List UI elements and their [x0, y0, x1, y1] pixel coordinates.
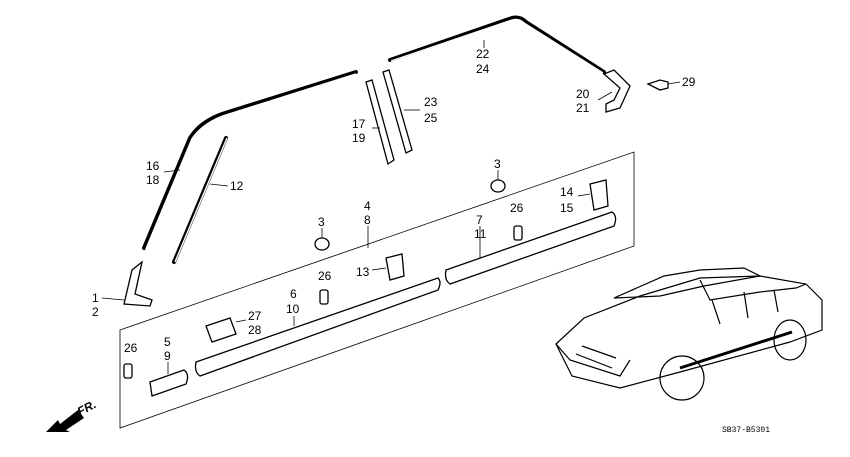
roof-molding-front: [142, 70, 358, 250]
callout-10: 10: [286, 302, 300, 316]
roof-molding-front-inner: [145, 73, 357, 250]
callout-8: 8: [364, 213, 371, 227]
leader-13: [371, 267, 387, 271]
callout-3a: 3: [318, 215, 325, 229]
clip-26-b: [319, 289, 329, 305]
callout-19: 19: [352, 131, 366, 145]
callout-27: 27: [248, 309, 262, 323]
callout-22: 22: [476, 47, 490, 61]
clip-3-b: [490, 179, 506, 193]
clip-26-a: [123, 363, 133, 379]
callout-14: 14: [560, 185, 574, 199]
callout-26b: 26: [318, 269, 332, 283]
leader-20: [597, 91, 613, 101]
callout-2: 2: [92, 305, 99, 319]
callout-6: 6: [290, 287, 297, 301]
clip-26-c: [513, 225, 523, 241]
leader-1: [101, 297, 125, 301]
callout-12: 12: [230, 179, 244, 193]
leader-16: [163, 169, 181, 173]
callout-25: 25: [424, 111, 438, 125]
front-arrow-icon: [46, 410, 84, 432]
leader-27: [235, 319, 247, 323]
callout-26a: 26: [124, 341, 138, 355]
bracket-14: [589, 179, 609, 211]
callout-21: 21: [576, 101, 590, 115]
callout-29: 29: [682, 75, 696, 89]
callout-20: 20: [576, 87, 590, 101]
callout-17: 17: [352, 117, 366, 131]
callout-9: 9: [164, 349, 171, 363]
callout-28: 28: [248, 323, 262, 337]
rear-door-molding: [444, 211, 617, 285]
body-panel-outline: [119, 151, 635, 429]
callout-3b: 3: [494, 157, 501, 171]
center-pillar-molding-rear: [382, 69, 413, 154]
callout-13: 13: [356, 265, 370, 279]
corner-molding: [123, 260, 153, 307]
callout-4: 4: [364, 199, 371, 213]
pillar-molding-inner: [174, 137, 228, 263]
callout-11: 11: [474, 227, 487, 241]
clip-27: [205, 317, 237, 343]
center-pillar-molding: [365, 79, 395, 166]
clip-29: [646, 79, 669, 91]
leader-14: [577, 193, 591, 197]
callout-5: 5: [164, 335, 171, 349]
clip-3-a: [314, 237, 330, 251]
diagram-code: SB37-B5301: [722, 426, 770, 435]
callout-23: 23: [424, 95, 438, 109]
callout-16: 16: [146, 159, 160, 173]
fender-molding: [149, 369, 189, 397]
sedan-illustration: [555, 267, 823, 401]
callout-15: 15: [560, 201, 574, 215]
pillar-molding: [172, 136, 228, 264]
front-door-molding: [194, 277, 441, 377]
roof-molding-rear: [388, 15, 606, 74]
callout-18: 18: [146, 173, 160, 187]
callout-7: 7: [476, 213, 483, 227]
callout-26c: 26: [510, 201, 524, 215]
clip-29-leader: [667, 81, 681, 85]
callout-1: 1: [92, 291, 99, 305]
callout-24: 24: [476, 62, 490, 76]
leader-12: [209, 183, 229, 187]
rear-corner-molding: [602, 69, 631, 113]
bracket-13: [385, 253, 405, 281]
roof-molding-rear-inner: [390, 18, 604, 74]
